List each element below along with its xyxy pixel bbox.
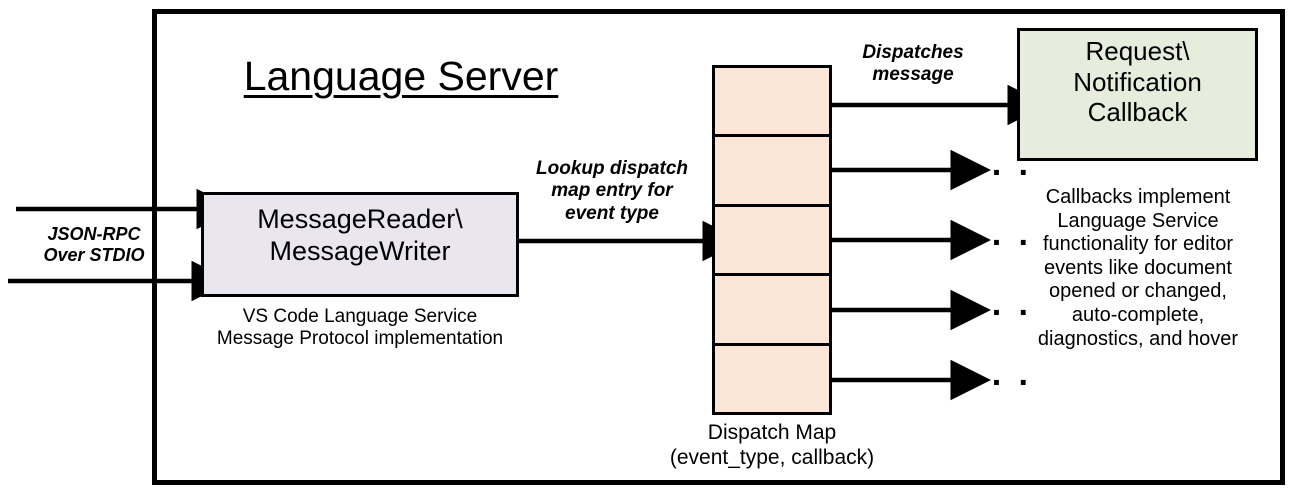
message-reader-writer-label: MessageReader\ MessageWriter: [257, 204, 463, 266]
dispatch-map-cell[interactable]: [715, 68, 829, 138]
dispatch-map-caption: Dispatch Map (event_type, callback): [669, 421, 875, 469]
jsonrpc-transport-label: JSON-RPC Over STDIO: [43, 224, 145, 266]
ellipsis-icon: · · ·: [965, 294, 1033, 332]
dispatch-map-cell[interactable]: [715, 137, 829, 207]
message-reader-writer-box[interactable]: [201, 192, 519, 297]
ellipsis-icon: · · ·: [965, 364, 1033, 402]
request-notification-callback-label: Request\ Notification Callback: [1073, 36, 1202, 128]
dispatch-map-cell[interactable]: [715, 345, 829, 413]
language-server-container: [152, 9, 1285, 485]
lookup-edge-label: Lookup dispatch map entry for event type: [536, 158, 688, 224]
dispatch-map-table[interactable]: [712, 65, 832, 415]
ellipsis-icon: · · ·: [965, 224, 1033, 262]
page-title: Language Server: [243, 53, 559, 99]
dispatch-map-cell[interactable]: [715, 206, 829, 277]
callback-description-caption: Callbacks implement Language Service fun…: [1037, 186, 1239, 350]
ellipsis-icon: · · ·: [965, 154, 1033, 192]
request-notification-callback-box[interactable]: [1017, 28, 1258, 161]
dispatch-map-cell[interactable]: [715, 276, 829, 346]
dispatches-message-label: Dispatches message: [862, 42, 964, 86]
message-reader-writer-caption: VS Code Language Service Message Protoco…: [216, 306, 504, 350]
